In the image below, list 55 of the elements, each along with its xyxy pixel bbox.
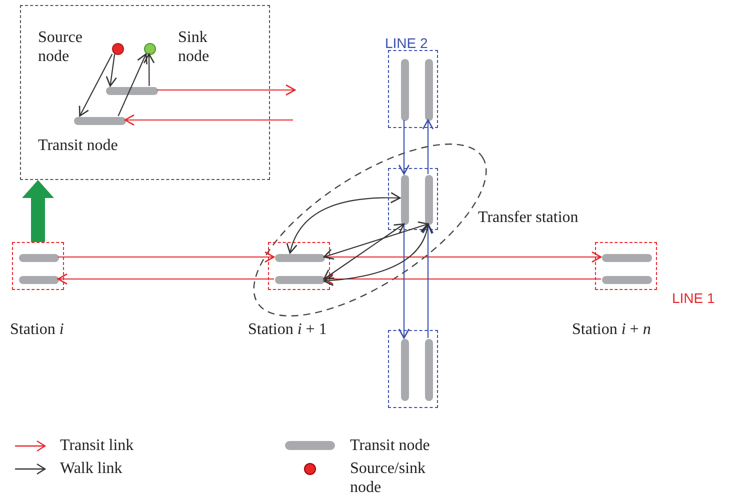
inset-panel (20, 5, 270, 180)
transit-node-bar (401, 59, 409, 121)
arrow (422, 223, 434, 338)
arrow (398, 120, 410, 175)
station-box (388, 50, 438, 128)
arrow (323, 223, 432, 286)
legend-label: Source/sink node (350, 459, 427, 497)
arrow (78, 54, 113, 117)
arrow (324, 251, 602, 263)
transit-node-bar (19, 276, 59, 284)
arrow (323, 273, 601, 285)
arrow (287, 192, 401, 254)
block-arrow (22, 180, 54, 242)
transit-node-bar (401, 175, 409, 225)
transit-node-bar (425, 339, 433, 401)
arrow (124, 114, 293, 126)
transit-node-bar (425, 175, 433, 225)
arrow (323, 221, 429, 260)
station-label: Station i (10, 320, 64, 339)
legend-label: Walk link (60, 459, 122, 478)
arrow (157, 84, 296, 96)
transit-node-bar (19, 254, 59, 262)
station-box (12, 242, 64, 290)
station-box (388, 168, 438, 230)
line-label: LINE 2 (385, 34, 428, 53)
station-box (595, 242, 657, 290)
legend-label: Transit link (60, 436, 134, 455)
station-box (388, 330, 438, 408)
node-dot (112, 43, 124, 55)
transit-node-bar (425, 59, 433, 121)
station-label: Station i + n (572, 320, 651, 339)
transit-node-bar (602, 276, 652, 284)
node-label: Source node (38, 28, 84, 66)
transit-node-bar (401, 339, 409, 401)
transit-node-bar (275, 254, 325, 262)
arrow (118, 53, 148, 116)
node-dot (144, 43, 156, 55)
arrow (58, 251, 275, 263)
line-label: LINE 1 (672, 289, 715, 308)
legend-label: Transit node (350, 436, 430, 455)
node-label: Sink node (178, 28, 210, 66)
node-label: Transfer station (478, 208, 578, 227)
transit-node-bar (275, 276, 325, 284)
arrow (422, 119, 434, 174)
station-box (268, 242, 330, 290)
arrow (323, 223, 405, 280)
node-label: Transit node (38, 136, 118, 155)
transit-node-bar (602, 254, 652, 262)
arrow (106, 54, 118, 87)
arrow (398, 224, 410, 339)
station-label: Station i + 1 (248, 320, 327, 339)
transit-node-bar (106, 87, 158, 95)
arrow (143, 53, 155, 86)
transit-node-bar (74, 117, 126, 125)
arrow (57, 273, 274, 285)
